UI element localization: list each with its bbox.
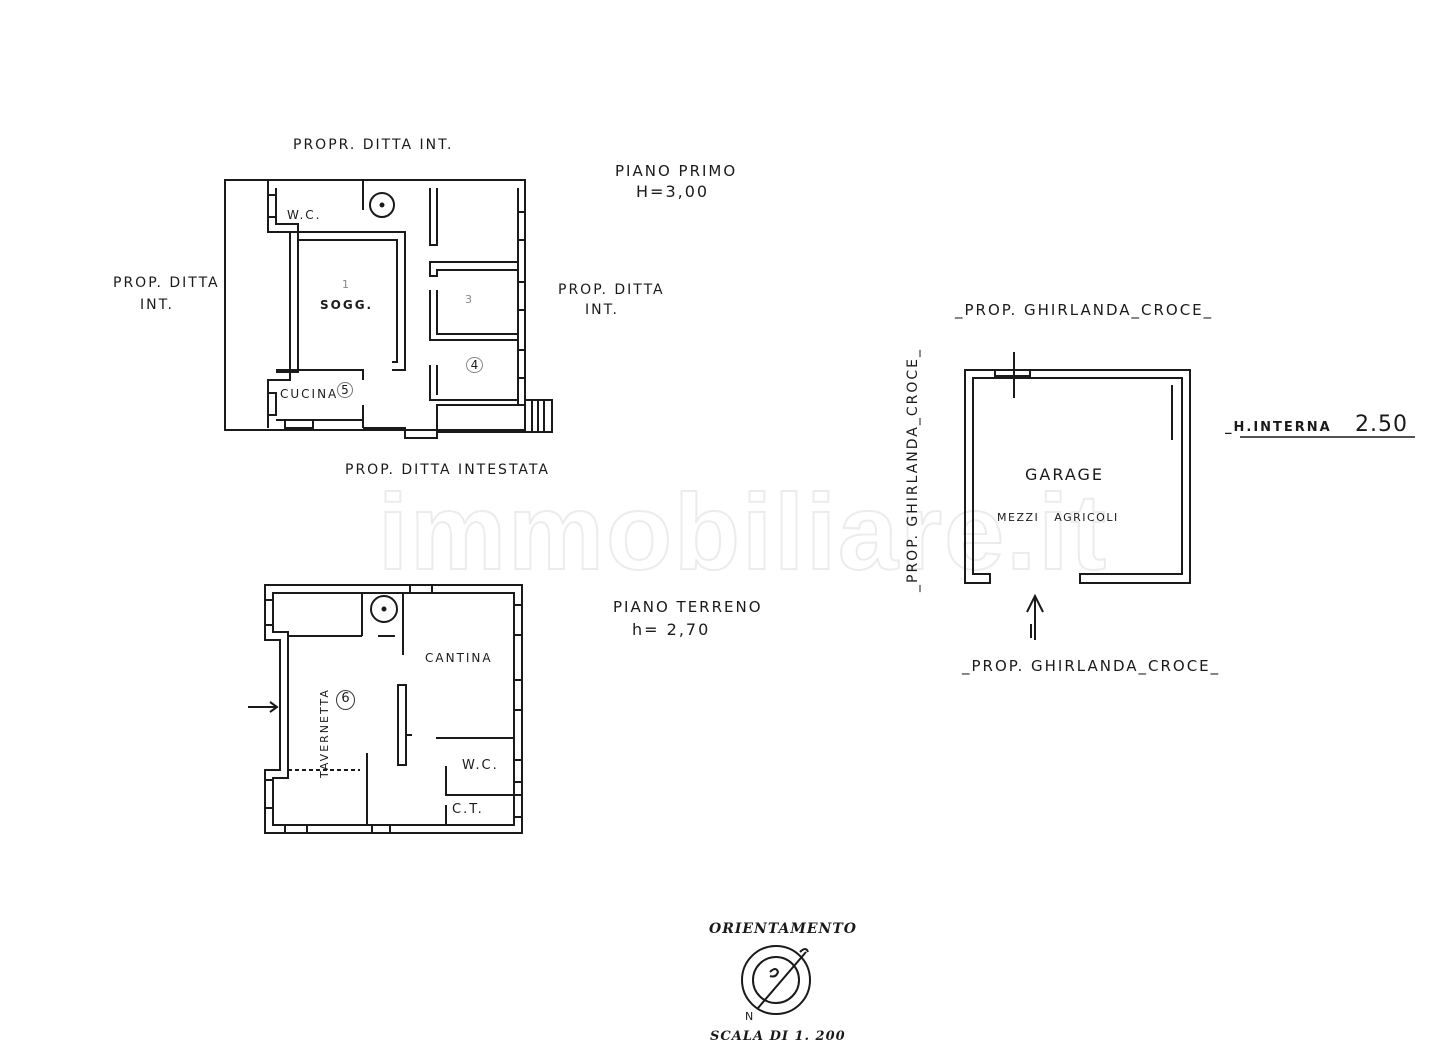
- first-floor-label-bottom: PROP. DITTA INTESTATA: [345, 462, 550, 478]
- room-taverna-number: 6: [336, 690, 355, 710]
- ground-floor-height: h= 2,70: [632, 620, 711, 639]
- first-floor-label-left-2: INT.: [140, 297, 174, 313]
- room-kitchen-number: 5: [337, 382, 353, 399]
- ground-floor-plan: [248, 584, 523, 834]
- first-floor-height: H=3,00: [636, 182, 710, 201]
- room-4-number: 4: [466, 357, 483, 374]
- first-floor-title: PIANO PRIMO: [615, 162, 738, 180]
- orientation-title: ORIENTAMENTO: [709, 921, 857, 937]
- first-floor-plan: [224, 179, 553, 439]
- room-3-number: 3: [465, 293, 474, 306]
- garage-plan: [964, 352, 1191, 640]
- first-floor-label-top: PROPR. DITTA INT.: [293, 137, 454, 153]
- room-living-number: 1: [342, 278, 351, 291]
- first-floor-label-right-2: INT.: [585, 302, 619, 318]
- garage-label-left: _PROP. GHIRLANDA_CROCE_: [905, 347, 921, 592]
- room-ct: C.T.: [452, 802, 484, 817]
- garage-title: GARAGE: [1025, 465, 1104, 484]
- room-wc-first: W.C.: [287, 208, 322, 222]
- scale-label: SCALA DI 1. 200: [710, 1029, 846, 1044]
- garage-label-top: _PROP. GHIRLANDA_CROCE_: [955, 301, 1214, 319]
- room-living: SOGG.: [320, 298, 374, 312]
- room-cellar: CANTINA: [425, 651, 493, 665]
- garage-subtitle: MEZZI AGRICOLI: [997, 511, 1119, 524]
- room-taverna: TAVERNETTA: [318, 688, 331, 778]
- room-kitchen: CUCINA: [280, 387, 339, 401]
- watermark: immobiliare.it: [377, 471, 1109, 592]
- internal-height-label: _H.INTERNA: [1225, 420, 1332, 435]
- ground-floor-title: PIANO TERRENO: [613, 598, 763, 616]
- garage-label-bottom: _PROP. GHIRLANDA_CROCE_: [962, 657, 1221, 675]
- first-floor-label-left-1: PROP. DITTA: [113, 275, 220, 291]
- internal-height-value: 2.50: [1355, 412, 1408, 437]
- first-floor-label-right-1: PROP. DITTA: [558, 282, 665, 298]
- north-marker: N: [745, 1010, 754, 1023]
- compass-icon: [741, 945, 811, 1015]
- room-wc-ground: W.C.: [462, 758, 499, 773]
